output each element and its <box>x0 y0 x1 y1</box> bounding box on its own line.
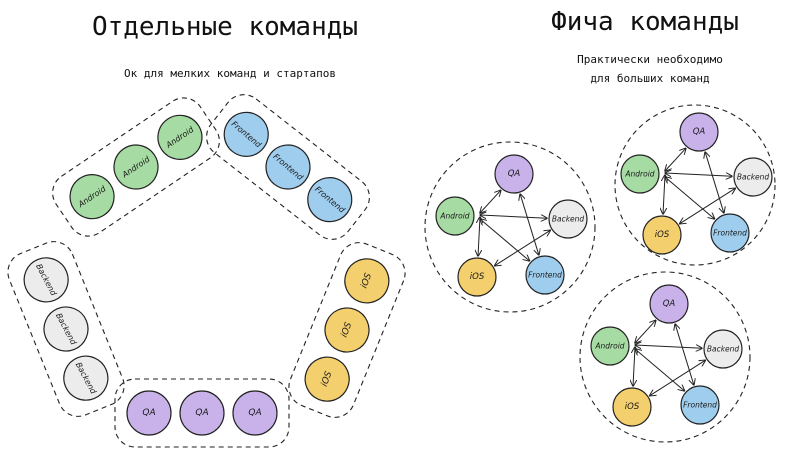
connection-arrow <box>705 152 724 213</box>
team-member-node <box>612 387 652 427</box>
feature-team-2: QA Android Backend iOS Frontend <box>614 104 776 266</box>
connection-arrow <box>480 215 547 218</box>
team-member-label: QA <box>693 127 706 137</box>
connection-arrow <box>635 349 684 391</box>
team-member-label: iOS <box>625 402 640 412</box>
team-member-node <box>307 177 353 223</box>
feature-team-outline <box>614 104 776 266</box>
team-member-node <box>113 144 159 190</box>
team-member-node <box>548 199 588 239</box>
team-member-label: Android <box>439 212 469 221</box>
team-member-label: iOS <box>655 230 670 240</box>
group-outline <box>52 97 220 237</box>
team-member-node <box>344 258 390 304</box>
connection-arrow <box>478 217 480 256</box>
connection-arrow <box>665 173 732 176</box>
right-subtitle-line1: Практически необходимо <box>577 53 723 66</box>
team-member-node <box>324 307 370 353</box>
team-member-node <box>733 157 773 197</box>
connection-arrow <box>633 347 635 386</box>
team-member-label: QA <box>663 299 676 309</box>
group-outline <box>288 242 406 418</box>
right-subtitle-line2: для больших команд <box>590 72 710 85</box>
team-member-node <box>649 284 689 324</box>
team-member-label: Frontend <box>528 271 562 280</box>
team-member-label: Backend <box>707 345 740 354</box>
team-member-node <box>457 257 497 297</box>
connection-arrow <box>665 148 686 171</box>
right-title: Фича команды <box>551 7 739 37</box>
left-title: Отдельные команды <box>92 12 358 42</box>
connection-arrow <box>635 320 656 343</box>
feature-team-1: QA Android Backend iOS Frontend <box>424 141 596 313</box>
team-member-node <box>590 326 630 366</box>
group-outline <box>206 94 370 240</box>
connection-arrow <box>665 177 714 219</box>
team-member-node <box>679 112 719 152</box>
team-member-node <box>232 390 278 436</box>
connection-arrow <box>663 175 665 214</box>
team-member-node <box>179 390 225 436</box>
team-member-node <box>703 329 743 369</box>
team-member-label: QA <box>142 408 155 418</box>
team-member-node <box>620 154 660 194</box>
feature-team-outline <box>579 271 751 443</box>
team-member-label: iOS <box>470 272 485 282</box>
team-member-node <box>525 255 565 295</box>
connection-arrow <box>480 190 501 213</box>
team-member-label: Android <box>594 342 624 351</box>
team-member-node <box>63 355 109 401</box>
team-member-node <box>157 114 203 160</box>
team-member-label: Android <box>624 170 654 179</box>
team-member-node <box>435 196 475 236</box>
team-member-node <box>642 215 682 255</box>
team-member-node <box>494 154 534 194</box>
team-member-label: Frontend <box>683 401 717 410</box>
group-outline <box>7 241 125 417</box>
team-member-label: QA <box>508 169 521 179</box>
team-member-node <box>680 385 720 425</box>
team-member-label: Backend <box>737 173 770 182</box>
team-member-label: Frontend <box>713 229 747 238</box>
connection-arrow <box>520 194 539 255</box>
connection-arrow <box>675 324 694 385</box>
group-outline <box>114 378 290 448</box>
team-member-label: QA <box>248 408 261 418</box>
team-member-node <box>223 111 269 157</box>
team-member-node <box>23 257 69 303</box>
feature-team-3: QA Android Backend iOS Frontend <box>579 271 751 443</box>
connection-arrow <box>480 219 529 261</box>
team-member-node <box>69 174 115 220</box>
team-member-node <box>43 306 89 352</box>
connection-arrow <box>635 345 702 348</box>
team-member-node <box>710 213 750 253</box>
left-subtitle: Ок для мелких команд и стартапов <box>124 67 336 80</box>
team-member-node <box>265 144 311 190</box>
feature-team-outline <box>424 141 596 313</box>
team-member-label: Backend <box>552 215 585 224</box>
team-member-node <box>304 356 350 402</box>
team-member-label: QA <box>195 408 208 418</box>
team-group-qa: QA QA QA <box>114 378 290 448</box>
team-member-node <box>126 390 172 436</box>
